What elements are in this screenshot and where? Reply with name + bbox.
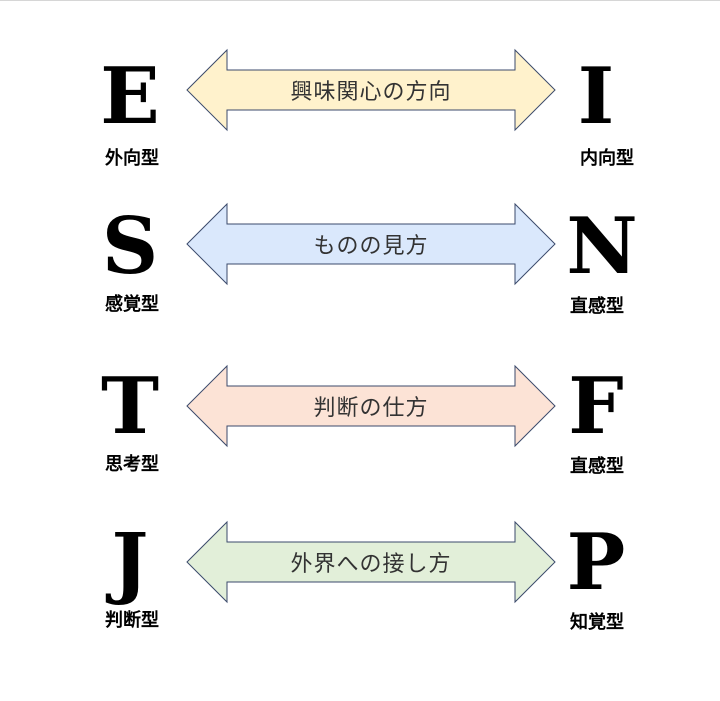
arrow-text: 外界への接し方 bbox=[290, 552, 452, 577]
double-arrow: ものの見方 bbox=[186, 202, 556, 286]
double-arrow-icon bbox=[186, 520, 556, 604]
label-left: 外向型 bbox=[105, 148, 159, 169]
letter-right: F bbox=[568, 361, 624, 452]
double-arrow-icon bbox=[186, 364, 556, 448]
letter-left: T bbox=[100, 361, 160, 452]
letter-right: P bbox=[566, 517, 626, 608]
label-left: 思考型 bbox=[105, 454, 159, 475]
double-arrow-icon bbox=[186, 202, 556, 286]
double-arrow: 判断の仕方 bbox=[186, 364, 556, 448]
top-divider bbox=[0, 0, 720, 1]
letter-right: N bbox=[566, 201, 638, 292]
label-left: 判断型 bbox=[105, 610, 159, 631]
letter-left: J bbox=[111, 517, 149, 608]
arrow-text: 興味関心の方向 bbox=[290, 80, 452, 105]
label-right: 内向型 bbox=[580, 148, 634, 169]
letter-right: I bbox=[577, 51, 615, 142]
arrow-text: ものの見方 bbox=[313, 234, 429, 259]
letter-left: S bbox=[101, 201, 159, 292]
label-right: 直感型 bbox=[570, 296, 624, 317]
label-right: 知覚型 bbox=[570, 612, 624, 633]
double-arrow-icon bbox=[186, 48, 556, 132]
letter-left: E bbox=[100, 51, 160, 142]
label-left: 感覚型 bbox=[105, 294, 159, 315]
double-arrow: 外界への接し方 bbox=[186, 520, 556, 604]
label-right: 直感型 bbox=[570, 456, 624, 477]
arrow-text: 判断の仕方 bbox=[313, 396, 429, 421]
double-arrow: 興味関心の方向 bbox=[186, 48, 556, 132]
